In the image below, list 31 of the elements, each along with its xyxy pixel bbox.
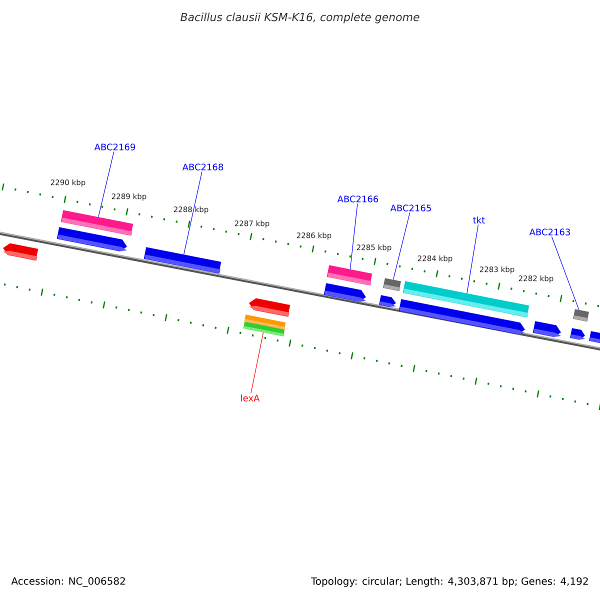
gene-block bbox=[383, 278, 401, 292]
leader-line bbox=[184, 171, 202, 255]
gene-label: tkt bbox=[473, 216, 485, 224]
pointed-gene-block bbox=[532, 321, 561, 338]
gene-block bbox=[244, 314, 286, 330]
leader-line bbox=[350, 203, 358, 270]
gene-label: ABC2169 bbox=[94, 144, 136, 150]
leader-line bbox=[466, 224, 479, 294]
pointed-gene-block bbox=[570, 328, 585, 340]
pointed-gene-block bbox=[324, 283, 366, 302]
gene-label: ABC2168 bbox=[182, 164, 224, 170]
title: Bacillus clausii KSM-K16, complete genome bbox=[180, 12, 420, 24]
gene-label: lexA bbox=[241, 394, 260, 402]
gene-block bbox=[573, 309, 589, 322]
gene-block bbox=[144, 247, 222, 274]
leader-line bbox=[392, 212, 410, 280]
pointed-gene-block bbox=[398, 299, 525, 334]
gene-label: ABC2165 bbox=[390, 204, 431, 212]
pointed-gene-block bbox=[56, 227, 127, 252]
leader-line bbox=[250, 332, 264, 394]
leader-line bbox=[98, 151, 114, 218]
pointed-gene-block bbox=[249, 298, 290, 317]
leader-line bbox=[551, 236, 580, 310]
gene-label: ABC2163 bbox=[529, 228, 570, 236]
gene-label: ABC2166 bbox=[337, 196, 378, 202]
pointed-gene-block bbox=[3, 243, 38, 261]
pointed-gene-block bbox=[589, 331, 600, 344]
info-text: Topology: circular; Length: 4,303,871 bp; Genes: 4,192 bbox=[310, 577, 588, 587]
gene-block bbox=[326, 265, 372, 286]
pointed-gene-block bbox=[379, 295, 396, 308]
info-text: Accession: NC_006582 bbox=[11, 577, 125, 587]
